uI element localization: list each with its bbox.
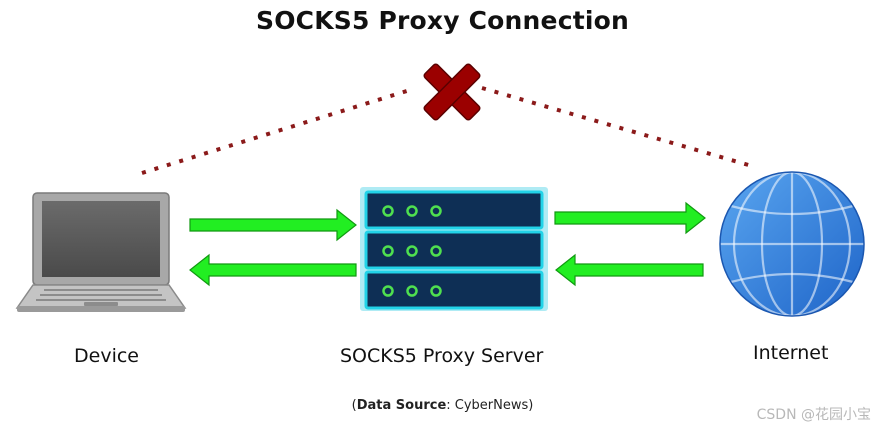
blocked-direct-path [141,86,753,175]
source-open-paren: ( [351,398,357,413]
source-label: Data Source [356,398,447,413]
diagram-title: SOCKS5 Proxy Connection [255,6,630,35]
arrow-proxy-to-internet [554,201,706,235]
server-icon [360,187,548,311]
internet-label: Internet [753,342,829,364]
source-separator: : [446,398,455,413]
source-close-paren: ) [528,398,534,413]
arrow-proxy-to-device [189,253,357,287]
device-label: Device [74,345,139,367]
arrow-device-to-proxy [189,208,357,242]
data-source-caption: (Data Source: CyberNews) [0,398,885,413]
source-value: CyberNews [454,398,529,413]
arrow-internet-to-proxy [555,253,704,287]
laptop-icon [15,192,187,312]
proxy-server-label: SOCKS5 Proxy Server [340,345,544,367]
watermark: CSDN @花园小宝 [756,407,871,423]
blocked-x-icon [423,63,481,121]
globe-icon [719,170,865,318]
